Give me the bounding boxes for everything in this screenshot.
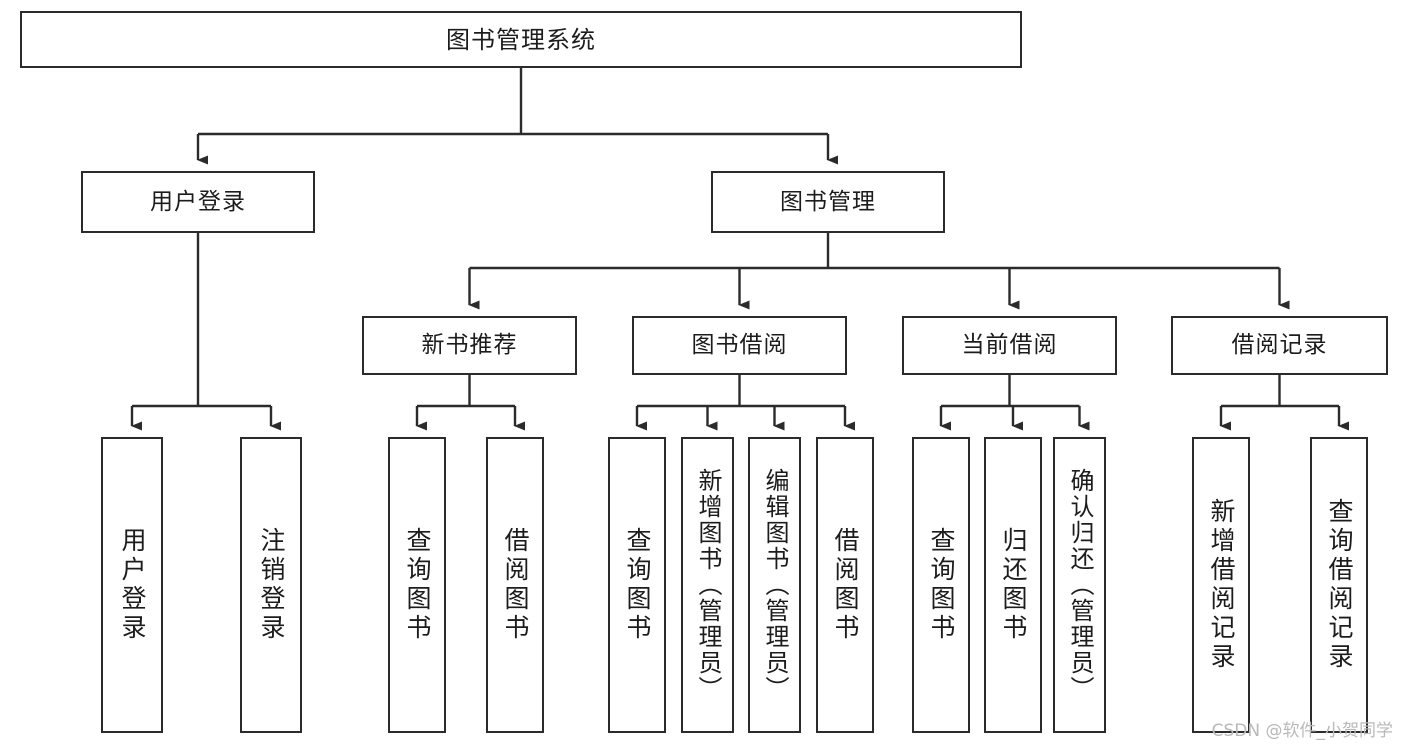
node-label: 归还图书 bbox=[999, 527, 1028, 643]
node-label: 借阅图书 bbox=[831, 527, 860, 643]
node-label: 当前借阅 bbox=[961, 332, 1058, 358]
node-book-manage[interactable]: 图书管理 bbox=[711, 171, 945, 233]
node-label: 用户登录 bbox=[150, 188, 246, 215]
node-label: 查询图书 bbox=[623, 527, 652, 643]
node-current-borrow[interactable]: 当前借阅 bbox=[902, 316, 1117, 375]
node-label: 图书管理 bbox=[780, 188, 876, 215]
node-leaf-add-book[interactable]: 新增图书（管理员） bbox=[681, 437, 734, 733]
node-label: 注销登录 bbox=[257, 527, 286, 643]
node-label: 新书推荐 bbox=[421, 332, 518, 358]
node-user-login[interactable]: 用户登录 bbox=[81, 171, 315, 233]
node-leaf-logout[interactable]: 注销登录 bbox=[240, 437, 302, 733]
node-label: 图书借阅 bbox=[691, 332, 788, 358]
node-leaf-user-login[interactable]: 用户登录 bbox=[101, 437, 163, 733]
node-root[interactable]: 图书管理系统 bbox=[20, 11, 1022, 68]
node-leaf-edit-book[interactable]: 编辑图书（管理员） bbox=[748, 437, 801, 733]
node-leaf-query-book-2[interactable]: 查询图书 bbox=[608, 437, 666, 733]
node-label: 新增借阅记录 bbox=[1207, 498, 1236, 672]
node-leaf-confirm-return[interactable]: 确认归还（管理员） bbox=[1053, 437, 1106, 733]
node-label: 查询图书 bbox=[927, 527, 956, 643]
node-borrow-record[interactable]: 借阅记录 bbox=[1171, 316, 1388, 375]
node-leaf-add-record[interactable]: 新增借阅记录 bbox=[1192, 437, 1250, 733]
node-label: 编辑图书（管理员） bbox=[760, 468, 789, 702]
node-label: 确认归还（管理员） bbox=[1065, 468, 1094, 702]
csdn-watermark: CSDN @软件_小贺同学 bbox=[1211, 721, 1393, 741]
node-leaf-borrow-book-1[interactable]: 借阅图书 bbox=[486, 437, 544, 733]
node-label: 查询借阅记录 bbox=[1325, 498, 1354, 672]
node-book-borrow[interactable]: 图书借阅 bbox=[632, 316, 847, 375]
node-leaf-query-record[interactable]: 查询借阅记录 bbox=[1310, 437, 1368, 733]
node-leaf-query-book-1[interactable]: 查询图书 bbox=[388, 437, 446, 733]
node-leaf-borrow-book-2[interactable]: 借阅图书 bbox=[816, 437, 874, 733]
node-label: 借阅记录 bbox=[1231, 332, 1328, 358]
node-label: 借阅图书 bbox=[501, 527, 530, 643]
node-leaf-query-book-3[interactable]: 查询图书 bbox=[912, 437, 970, 733]
node-label: 用户登录 bbox=[118, 527, 147, 643]
node-new-book-rec[interactable]: 新书推荐 bbox=[362, 316, 577, 375]
node-label: 图书管理系统 bbox=[446, 25, 596, 54]
node-label: 新增图书（管理员） bbox=[693, 468, 722, 702]
node-label: 查询图书 bbox=[403, 527, 432, 643]
node-leaf-return-book[interactable]: 归还图书 bbox=[984, 437, 1042, 733]
